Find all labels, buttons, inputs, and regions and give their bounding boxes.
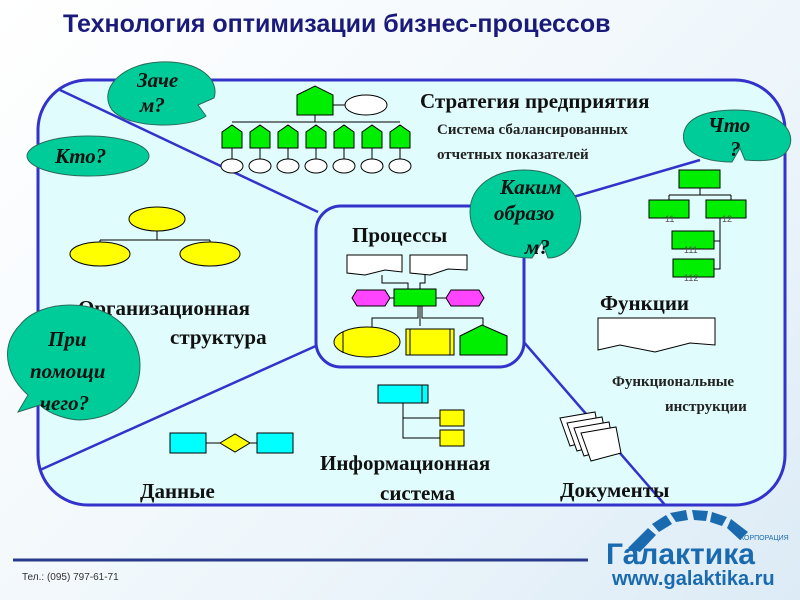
callout-with-line1: При [47,327,87,351]
function-node-label: 112 [684,273,698,283]
infosys-line1: Информационная [320,451,490,475]
document-shape-icon [597,317,716,353]
documents-icon [559,411,622,462]
callout-how-line1: Каким [499,175,561,199]
callout-who: Кто? [26,135,150,177]
infosys-diagram [377,384,465,447]
callout-what: Что ? [683,109,792,163]
callout-who-text: Кто? [54,144,106,168]
callout-how-line3: м? [524,235,550,259]
callout-with: При помощи чего? [7,304,141,421]
data-diagram [169,432,294,454]
function-node-label: 11 [665,214,674,224]
org-line2: структура [170,325,267,349]
function-node-label: 111 [684,245,698,255]
callout-with-line2: помощи [30,359,105,383]
infosys-line2: система [380,481,456,505]
strategy-line2: отчетных показателей [437,147,589,163]
callout-what-line2: ? [730,137,741,161]
callout-why-line2: м? [139,93,165,117]
functions-tree [648,169,747,278]
org-chart [69,206,241,267]
strategy-line1: Система сбалансированных [437,122,628,138]
callout-how-line2: образо [494,201,554,225]
processes-title: Процессы [352,223,447,247]
footer-phone: Тел.: (095) 797-61-71 [22,572,119,583]
functions-title: Функции [600,291,689,315]
function-node-label: 12 [722,214,732,224]
footer-brand: Галактика [606,538,755,571]
callout-why: Заче м? [107,61,216,126]
functions-line2: инструкции [665,399,747,415]
callout-how: Каким образо м? [469,169,582,259]
slide-title: Технология оптимизации бизнес-процессов [63,10,610,38]
callout-what-line1: Что [708,113,750,137]
footer-corp: КОРПОРАЦИЯ [740,535,789,542]
strategy-tree [220,85,412,174]
callout-why-line1: Заче [136,68,178,92]
galaktika-logo-icon [628,510,748,552]
functions-line1: Функциональные [612,374,734,390]
documents-title: Документы [560,478,669,502]
strategy-title: Стратегия предприятия [420,89,649,113]
callout-with-line3: чего? [40,391,89,415]
data-title: Данные [140,479,215,503]
footer-url[interactable]: www.galaktika.ru [611,568,775,590]
process-diagram [333,254,508,358]
